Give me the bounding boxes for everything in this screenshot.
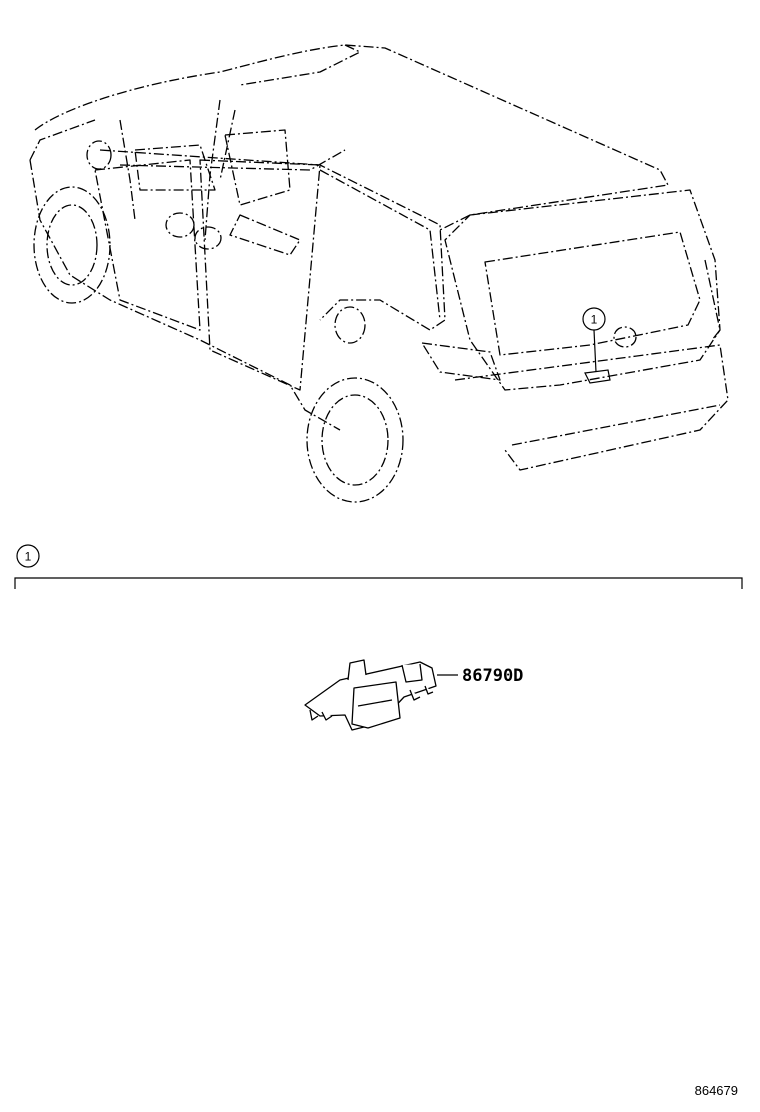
rear-camera-part [304, 659, 437, 731]
section-callout-circle [16, 544, 40, 568]
diagram-id: 864679 [694, 1083, 738, 1098]
section-bracket-line [14, 577, 743, 589]
vehicle-callout-circle [582, 307, 606, 331]
camera-part-number: 86790D [462, 666, 523, 686]
vehicle-illustration [29, 44, 729, 503]
section-callout-number: 1 [25, 550, 32, 564]
vehicle-camera-location [584, 329, 611, 384]
vehicle-callout-number: 1 [591, 313, 598, 327]
